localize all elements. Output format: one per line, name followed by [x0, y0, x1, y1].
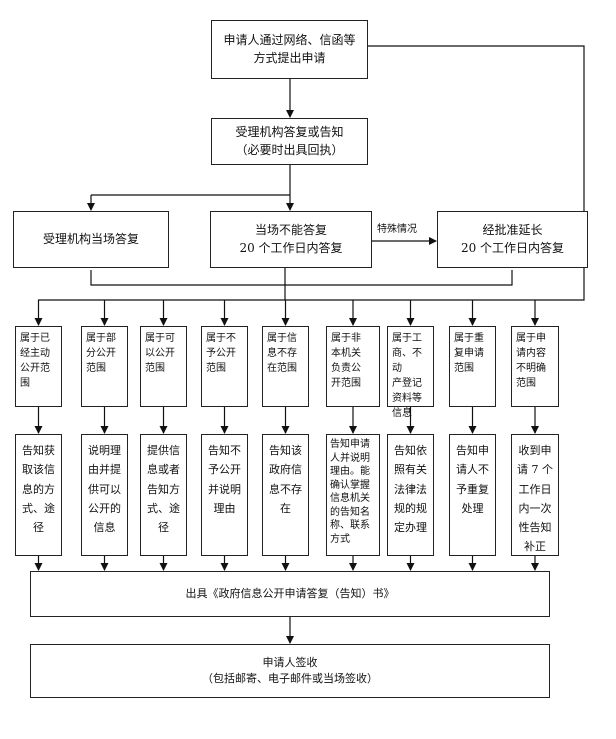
extended-reply-box: 经批准延长 20 个工作日内答复 — [437, 211, 588, 268]
reply-on-spot-box: 受理机构当场答复 — [13, 211, 169, 268]
category-box-9: 属于申 请内容 不明确 范围 — [511, 326, 559, 407]
result-box-6: 告知申请人并说明理由。能确认掌握信息机关的告知名称、联系方式 — [326, 434, 380, 556]
result-box-5: 告知该 政府信 息不存 在 — [262, 434, 309, 556]
receipt-title: 申请人签收 — [262, 656, 318, 670]
category-box-1: 属于已 经主动 公开范 围 — [15, 326, 62, 407]
result-box-4: 告知不 予公开 并说明 理由 — [201, 434, 248, 556]
category-box-6: 属于非 本机关 负责公 开范围 — [326, 326, 380, 407]
category-box-8: 属于重 复申请 范围 — [449, 326, 496, 407]
issue-reply-notice-box: 出具《政府信息公开申请答复（告知）书》 — [30, 571, 550, 617]
category-box-5: 属于信 息不存 在范围 — [262, 326, 309, 407]
result-box-3: 提供信 息或者 告知方 式、途径 — [140, 434, 187, 556]
category-box-7: 属于工 商、不动 产登记 资料等 信息 — [387, 326, 434, 419]
result-box-9: 收到申 请 7 个 工作日 内一次 性告知 补正 — [511, 434, 559, 556]
category-box-4: 属于不 予公开 范围 — [201, 326, 248, 407]
submit-application-box: 申请人通过网络、信函等 方式提出申请 — [211, 20, 368, 79]
special-case-label: 特殊情况 — [377, 224, 417, 235]
category-box-2: 属于部 分公开 范围 — [81, 326, 128, 407]
result-box-7: 告知依 照有关 法律法 规的规 定办理 — [387, 434, 434, 556]
applicant-receipt-box: 申请人签收 （包括邮寄、电子邮件或当场签收） — [30, 644, 550, 698]
category-box-3: 属于可 以公开 范围 — [140, 326, 187, 407]
receipt-note: （包括邮寄、电子邮件或当场签收） — [202, 672, 378, 685]
reply-later-box: 当场不能答复 20 个工作日内答复 — [210, 211, 372, 268]
result-box-1: 告知获 取该信 息的方 式、途径 — [15, 434, 62, 556]
result-box-8: 告知申 请人不 予重复 处理 — [449, 434, 496, 556]
accept-reply-box: 受理机构答复或告知 （必要时出具回执） — [211, 118, 368, 165]
result-box-2: 说明理 由并提 供可以 公开的 信息 — [81, 434, 128, 556]
